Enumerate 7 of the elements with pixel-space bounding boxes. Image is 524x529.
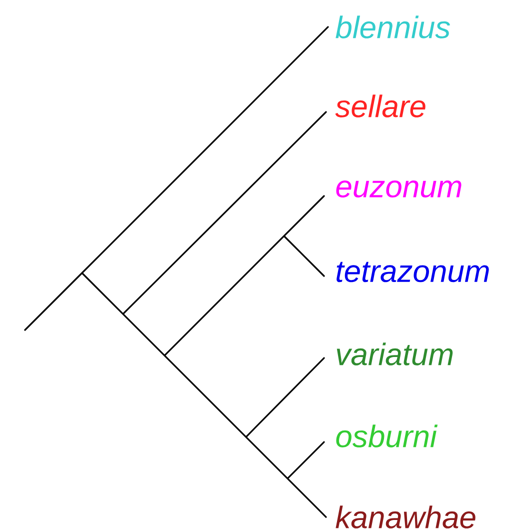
taxon-label: variatum bbox=[336, 342, 453, 366]
taxon-label: tetrazonum bbox=[336, 262, 489, 282]
taxon-label: kanawhae bbox=[336, 506, 476, 528]
taxon-label: blennius bbox=[336, 16, 450, 38]
taxon-label: sellare bbox=[335, 94, 426, 118]
taxon-label: osburni bbox=[336, 424, 438, 448]
taxon-label: euzonum bbox=[336, 180, 462, 198]
